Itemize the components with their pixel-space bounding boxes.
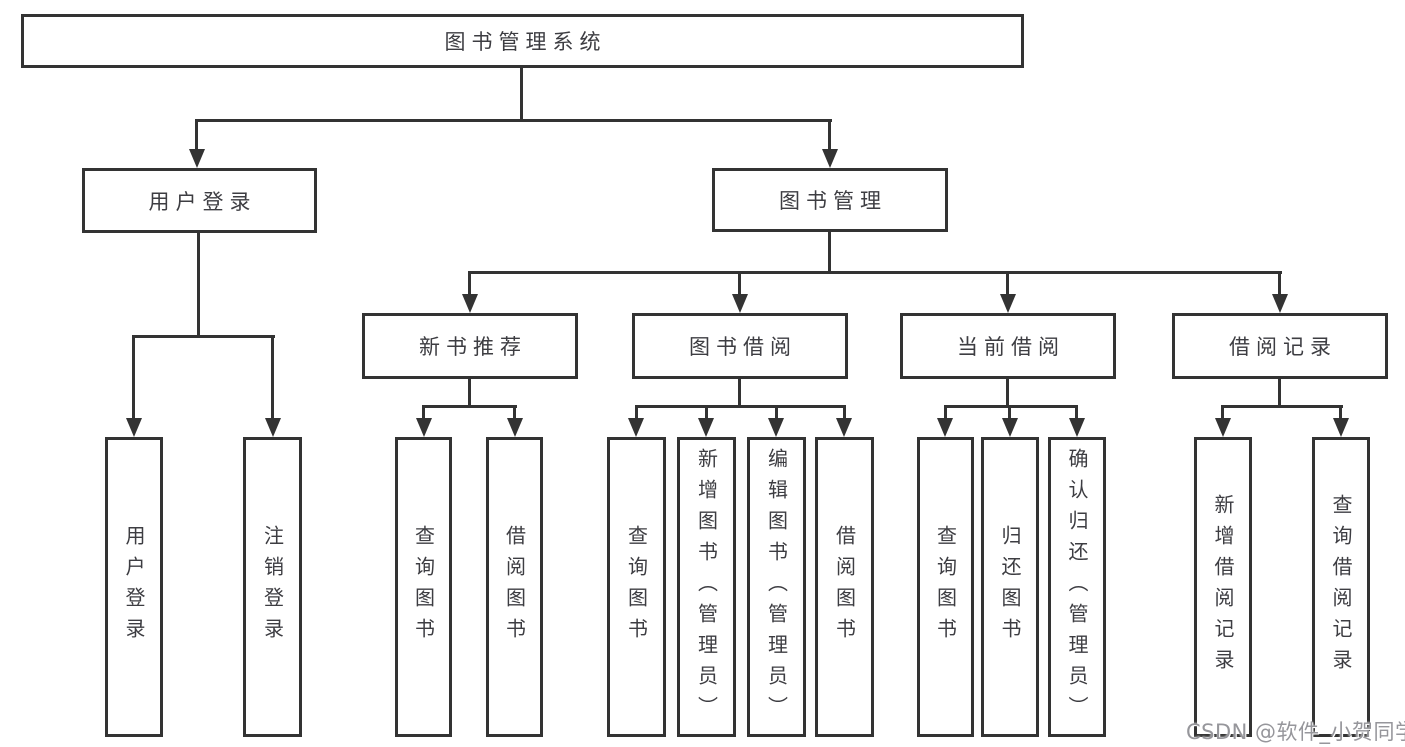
arrowhead-icon: [126, 418, 142, 437]
connector-line: [468, 271, 471, 296]
node-label: 编辑图书（管理员）: [764, 447, 789, 727]
node-label: 图书管理系统: [444, 30, 607, 54]
connector-line: [422, 405, 517, 408]
leaf-logout-login: 注销登录: [243, 437, 302, 737]
node-label: 查询图书: [933, 525, 958, 649]
node-label: 图书借阅: [689, 335, 797, 359]
connector-line: [132, 335, 135, 419]
leaf-edit-books-admin: 编辑图书（管理员）: [747, 437, 806, 737]
arrowhead-icon: [1333, 418, 1349, 437]
leaf-query-books-newbook: 查询图书: [395, 437, 452, 737]
connector-line: [520, 68, 523, 119]
node-label: 借阅图书: [502, 525, 527, 649]
arrowhead-icon: [1215, 418, 1231, 437]
connector-line: [468, 271, 1282, 274]
connector-line: [1006, 271, 1009, 296]
node-label: 图书管理: [779, 189, 887, 213]
node-label: 新书推荐: [419, 335, 527, 359]
node-label: 查询图书: [411, 525, 436, 649]
connector-line: [1339, 405, 1342, 420]
node-user-login: 用户登录: [82, 168, 317, 233]
node-label: 用户登录: [148, 189, 257, 214]
node-book-management: 图书管理: [712, 168, 948, 232]
node-label: 确认归还（管理员）: [1065, 447, 1089, 727]
leaf-borrow-books-newbook: 借阅图书: [486, 437, 543, 737]
connector-line: [828, 232, 831, 273]
connector-line: [944, 405, 1078, 408]
connector-line: [1221, 405, 1224, 420]
arrowhead-icon: [189, 149, 205, 168]
node-label: 新增图书（管理员）: [694, 447, 719, 727]
node-label: 新增借阅记录: [1211, 494, 1235, 680]
leaf-query-books-current: 查询图书: [917, 437, 974, 737]
node-label: 归还图书: [998, 525, 1022, 649]
connector-line: [513, 405, 516, 420]
connector-line: [1221, 405, 1343, 408]
connector-line: [195, 119, 198, 150]
arrowhead-icon: [265, 418, 281, 437]
node-label: 借阅记录: [1229, 335, 1337, 359]
arrowhead-icon: [628, 418, 644, 437]
leaf-borrow-books-borrow: 借阅图书: [815, 437, 874, 737]
csdn-watermark: CSDN @软件_小贺同学: [1186, 720, 1405, 744]
connector-line: [1006, 379, 1009, 407]
connector-line: [197, 233, 200, 337]
node-book-borrowing: 图书借阅: [632, 313, 848, 379]
connector-line: [843, 405, 846, 420]
arrowhead-icon: [732, 294, 748, 313]
leaf-add-borrow-record: 新增借阅记录: [1194, 437, 1252, 737]
connector-line: [132, 335, 275, 338]
connector-line: [635, 405, 846, 408]
node-label: 注销登录: [260, 525, 285, 649]
node-label: 用户登录: [122, 525, 146, 649]
connector-line: [271, 335, 274, 419]
connector-line: [1278, 271, 1281, 296]
node-borrowing-records: 借阅记录: [1172, 313, 1388, 379]
node-library-management-system: 图书管理系统: [21, 14, 1024, 68]
leaf-confirm-return-admin: 确认归还（管理员）: [1048, 437, 1106, 737]
node-label: 查询借阅记录: [1329, 494, 1353, 680]
connector-line: [1075, 405, 1078, 420]
arrowhead-icon: [836, 418, 852, 437]
connector-line: [738, 271, 741, 296]
arrowhead-icon: [416, 418, 432, 437]
node-new-book-recommend: 新书推荐: [362, 313, 578, 379]
node-label: 借阅图书: [832, 525, 857, 649]
leaf-query-borrow-record: 查询借阅记录: [1312, 437, 1370, 737]
arrowhead-icon: [507, 418, 523, 437]
leaf-add-books-admin: 新增图书（管理员）: [677, 437, 736, 737]
node-current-borrowing: 当前借阅: [900, 313, 1116, 379]
connector-line: [635, 405, 638, 420]
arrowhead-icon: [768, 418, 784, 437]
connector-line: [738, 379, 741, 407]
connector-line: [1278, 379, 1281, 407]
connector-line: [705, 405, 708, 420]
arrowhead-icon: [462, 294, 478, 313]
connector-line: [944, 405, 947, 420]
arrowhead-icon: [937, 418, 953, 437]
connector-line: [1008, 405, 1011, 420]
arrowhead-icon: [698, 418, 714, 437]
leaf-return-books: 归还图书: [981, 437, 1039, 737]
connector-line: [422, 405, 425, 420]
arrowhead-icon: [1272, 294, 1288, 313]
connector-line: [196, 119, 832, 122]
connector-line: [828, 119, 831, 150]
arrowhead-icon: [1000, 294, 1016, 313]
connector-line: [775, 405, 778, 420]
leaf-query-books-borrow: 查询图书: [607, 437, 666, 737]
arrowhead-icon: [1002, 418, 1018, 437]
node-label: 查询图书: [624, 525, 649, 649]
arrowhead-icon: [822, 149, 838, 168]
leaf-user-login: 用户登录: [105, 437, 163, 737]
node-label: 当前借阅: [957, 335, 1065, 359]
arrowhead-icon: [1069, 418, 1085, 437]
connector-line: [468, 379, 471, 407]
